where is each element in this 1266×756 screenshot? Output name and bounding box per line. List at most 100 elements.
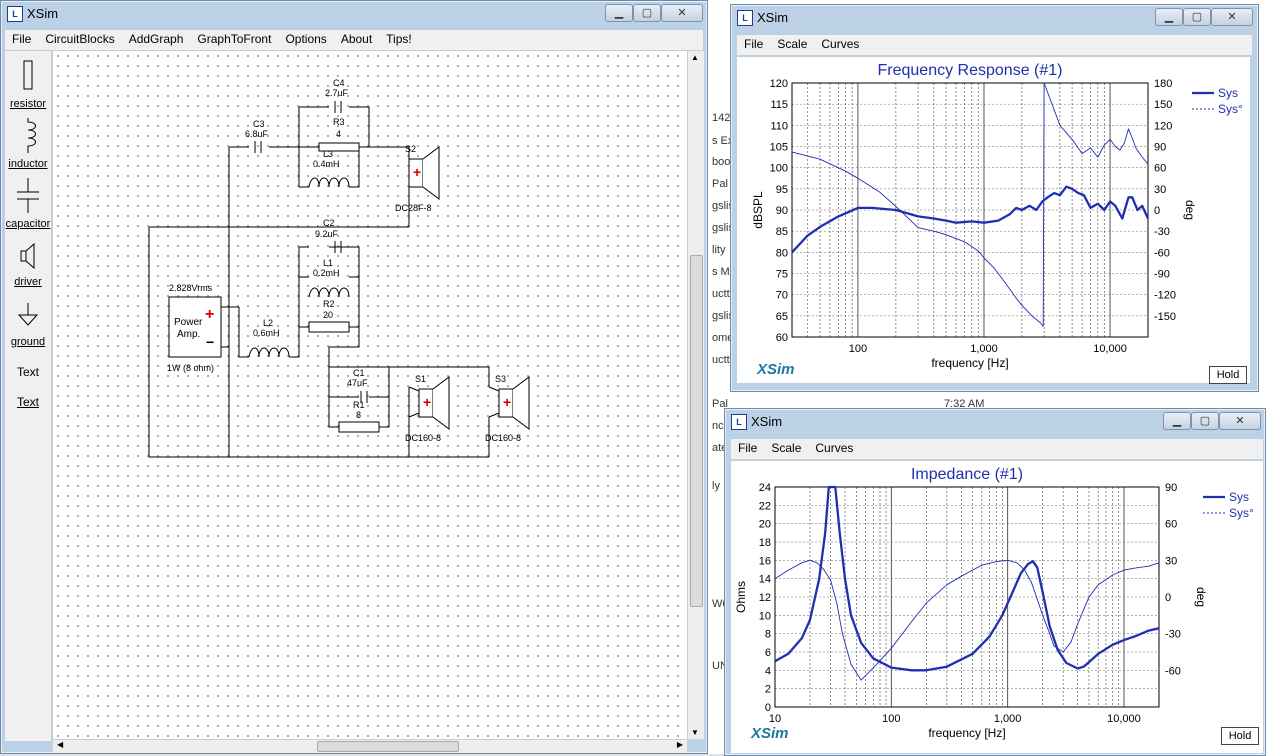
chart-title: Impedance (#1) (911, 466, 1023, 483)
vertical-scroll-thumb[interactable] (690, 255, 703, 607)
s3-plus-icon: + (503, 394, 511, 410)
palette-text-2-label: Text (16, 395, 39, 409)
xsim-app-icon: L (737, 10, 753, 26)
freq-minimize-button[interactable]: ▁ (1155, 8, 1183, 26)
l1-value: 0.2mH (313, 268, 340, 278)
r2-name: R2 (323, 299, 335, 309)
c2-value: 9.2uF (315, 229, 339, 239)
menu-graphtofront[interactable]: GraphToFront (197, 32, 272, 46)
driver-s3 (498, 376, 530, 430)
menu-circuitblocks[interactable]: CircuitBlocks (45, 32, 115, 46)
palette-driver-label: driver (14, 276, 42, 288)
palette-inductor[interactable]: inductor (5, 117, 51, 170)
driver-s1 (418, 376, 450, 430)
background-text: gslis (712, 310, 735, 322)
imp-hold-button[interactable]: Hold (1221, 727, 1259, 745)
imp-menu-curves[interactable]: Curves (815, 441, 854, 455)
driver-s2 (408, 146, 440, 200)
canvas-horizontal-scrollbar[interactable]: ◀ ▶ (53, 739, 687, 753)
menu-options[interactable]: Options (285, 32, 327, 46)
horizontal-scroll-thumb[interactable] (317, 741, 459, 752)
imp-menu-file[interactable]: File (738, 441, 758, 455)
capacitor-icon (17, 178, 39, 213)
circuit-canvas[interactable]: C3 6.8uF C4 2.7uF R3 4 L3 0.4mH + S2 DC2… (53, 51, 687, 739)
resistor-icon (23, 60, 33, 90)
freq-close-button[interactable]: ✕ (1211, 8, 1253, 26)
c1-name: C1 (353, 368, 365, 378)
y-axis-label: dBSPL (751, 191, 765, 229)
y-tick-label: 90 (776, 205, 788, 217)
main-window: L XSim ▁ ▢ ✕ File CircuitBlocks AddGraph Gr… (0, 0, 708, 754)
freq-titlebar[interactable]: L XSim ▁ ▢ ✕ (731, 5, 1258, 31)
imp-close-button[interactable]: ✕ (1219, 412, 1261, 430)
palette-text-1[interactable]: Text (5, 365, 51, 379)
menu-tips[interactable]: Tips! (386, 32, 412, 46)
minimize-button[interactable]: ▁ (605, 4, 633, 22)
menu-addgraph[interactable]: AddGraph (128, 32, 184, 46)
plot-frame (791, 82, 1149, 338)
menu-about[interactable]: About (340, 32, 373, 46)
canvas-vertical-scrollbar[interactable]: ▲ ▼ (687, 51, 704, 739)
palette-text-2[interactable]: Text (5, 395, 51, 409)
scroll-right-icon[interactable]: ▶ (676, 740, 683, 749)
y-tick-label: 115 (770, 99, 788, 111)
amp-label-1: Power (174, 317, 203, 328)
freq-hold-button[interactable]: Hold (1209, 366, 1247, 384)
y-tick-label: 100 (770, 163, 788, 175)
freq-menu-scale[interactable]: Scale (777, 37, 808, 51)
maximize-button[interactable]: ▢ (633, 4, 661, 22)
x-tick-label: 10,000 (1107, 713, 1141, 725)
background-text: ate (712, 442, 728, 454)
y2-tick-label: 180 (1154, 78, 1172, 90)
main-titlebar[interactable]: L XSim ▁ ▢ ✕ (1, 1, 707, 27)
driver-icon (20, 242, 35, 270)
palette-capacitor[interactable]: capacitor (5, 177, 51, 230)
amp-plus-icon: + (205, 306, 214, 323)
y-tick-label: 95 (776, 184, 788, 196)
y2-tick-label: 60 (1154, 163, 1166, 175)
s2-model: DC28F-8 (395, 203, 432, 213)
scroll-left-icon[interactable]: ◀ (57, 740, 64, 749)
y2-tick-label: 60 (1165, 519, 1177, 531)
freq-maximize-button[interactable]: ▢ (1183, 8, 1211, 26)
imp-maximize-button[interactable]: ▢ (1191, 412, 1219, 430)
r1-name: R1 (353, 400, 365, 410)
legend-label: Sys° (1218, 102, 1243, 116)
s2-plus-icon: + (413, 164, 421, 180)
background-text: gslis (712, 200, 735, 212)
menu-file[interactable]: File (12, 32, 32, 46)
c3-value: 6.8uF (245, 129, 269, 139)
background-text: 7:32 AM (944, 398, 985, 410)
palette-resistor[interactable]: resistor (5, 59, 51, 110)
resistor-r1 (338, 421, 380, 433)
palette-ground-label: ground (10, 336, 46, 348)
xsim-app-icon: L (7, 6, 23, 22)
c1-value: 47uF (347, 378, 368, 388)
ground-bus-wire (148, 227, 489, 458)
palette-driver[interactable]: driver (5, 241, 51, 288)
s1-plus-icon: + (423, 394, 431, 410)
imp-menu-scale[interactable]: Scale (771, 441, 802, 455)
freq-menu-file[interactable]: File (744, 37, 764, 51)
l1-name: L1 (323, 258, 333, 268)
c4-name: C4 (333, 78, 345, 88)
palette-ground[interactable]: ground (5, 301, 51, 348)
imp-xsim-logo: XSim (751, 725, 789, 742)
freq-menu-curves[interactable]: Curves (821, 37, 860, 51)
scroll-up-icon[interactable]: ▲ (691, 53, 699, 62)
series-line-sys (791, 185, 1150, 254)
y-tick-label: 8 (765, 629, 771, 641)
l2-name: L2 (263, 318, 273, 328)
imp-titlebar[interactable]: L XSim ▁ ▢ ✕ (725, 409, 1265, 435)
plot-frame (774, 486, 1160, 708)
background-text: gslis (712, 222, 735, 234)
imp-minimize-button[interactable]: ▁ (1163, 412, 1191, 430)
scroll-down-icon[interactable]: ▼ (691, 728, 699, 737)
background-text: Pal (712, 178, 728, 190)
y-tick-label: 65 (776, 311, 788, 323)
close-button[interactable]: ✕ (661, 4, 703, 22)
y-tick-label: 18 (759, 537, 771, 549)
